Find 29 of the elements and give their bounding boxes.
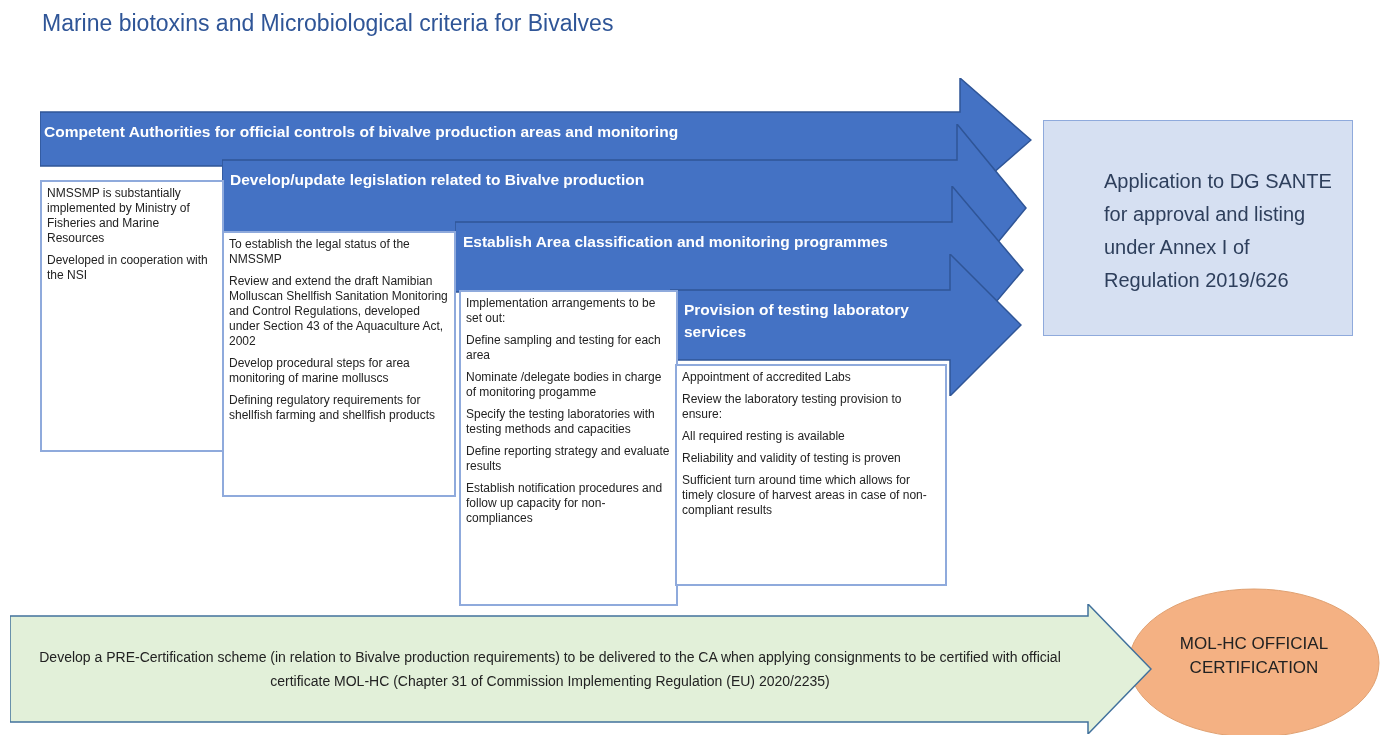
text-box [459, 290, 678, 606]
target-box: Application to DG SANTE for approval and listing under Annex I of Regulation 2019/626 [1043, 120, 1353, 336]
note-text: Develop procedural steps for area monitoring of marine molluscs [229, 356, 411, 386]
note-text: Nominate /delegate bodies in charge of monitoring progamme [466, 370, 663, 400]
note-text: Review the laboratory testing provision to ensure: [682, 392, 903, 422]
text-box [675, 364, 947, 586]
note-text: Implementation arrangements to be set out: [466, 296, 657, 326]
diagram-title: Marine biotoxins and Microbiological criteria for Bivalves [42, 10, 614, 37]
ellipse-label: MOL-HC OFFICIAL CERTIFICATION [1178, 633, 1330, 679]
arrow-label: Develop/update legislation related to Bivalve production [230, 170, 646, 190]
arrow-label: Establish Area classification and monitoring programmes [463, 232, 889, 252]
note-text: To establish the legal status of the NMSSMP [229, 237, 411, 267]
note-text: Appointment of accredited Labs [682, 370, 852, 385]
arrow-label: Competent Authorities for official controls of bivalve production areas and monitoring [44, 122, 680, 142]
note-text: Define reporting strategy and evaluate results [466, 444, 671, 474]
note-text: Establish notification procedures and follow up capacity for non-compliances [466, 481, 664, 526]
arrow-label: Develop a PRE-Certification scheme (in relation to Bivalve production requirements) to be delivered to the CA when applying consignments to be certified with official certificate MOL-HC (Chapter 31 of Commission Implementing Regulation (EU) 2020/2235) [38, 648, 1062, 691]
note-text: Developed in cooperation with the NSI [47, 253, 209, 283]
note-text: Review and extend the draft Namibian Molluscan Shellfish Sanitation Monitoring and Control Regulations, developed under Section 43 of the Aquaculture Act, 2002 [229, 274, 449, 349]
note-text: Reliability and validity of testing is proven [682, 451, 902, 466]
note-text: Specify the testing laboratories with testing methods and capacities [466, 407, 656, 437]
note-text: All required resting is available [682, 429, 846, 444]
text-box [40, 180, 224, 452]
note-text: Defining regulatory requirements for shellfish farming and shellfish products [229, 393, 437, 423]
text-box [222, 231, 456, 497]
note-text: NMSSMP is substantially implemented by Ministry of Fisheries and Marine Resources [47, 186, 191, 246]
note-text: Sufficient turn around time which allows for timely closure of harvest areas in case of non-compliant results [682, 473, 928, 518]
arrow-label: Provision of testing laboratory services [684, 300, 910, 342]
note-text: Define sampling and testing for each area [466, 333, 662, 363]
